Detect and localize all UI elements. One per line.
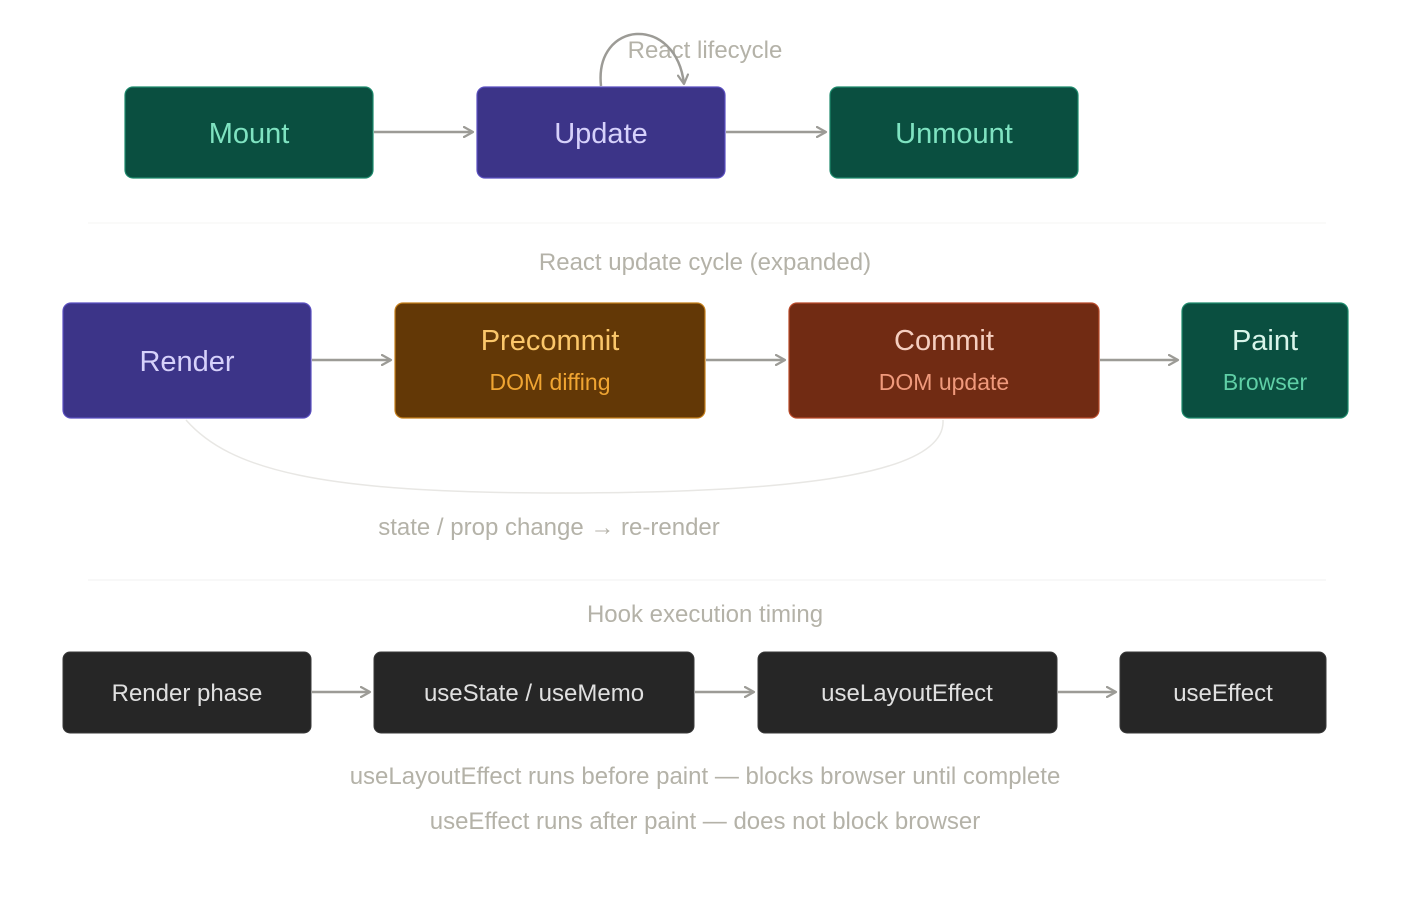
uselayouteffect-label: useLayoutEffect (821, 680, 993, 707)
paint-title: Paint (1232, 325, 1298, 357)
render-phase-label: Render phase (112, 680, 263, 707)
precommit-title: Precommit (481, 325, 620, 357)
mount-label: Mount (209, 118, 290, 150)
update-cycle-caption: React update cycle (expanded) (539, 249, 871, 276)
precommit-subtitle: DOM diffing (489, 369, 610, 395)
usestate-usememo-node: useState / useMemo (373, 651, 695, 734)
useeffect-node: useEffect (1119, 651, 1327, 734)
lifecycle-caption: React lifecycle (628, 37, 783, 64)
uselayouteffect-node: useLayoutEffect (757, 651, 1058, 734)
rerender-loop-label: state / prop change → re-render (378, 514, 720, 541)
render-node: Render (62, 302, 312, 419)
render-phase-node: Render phase (62, 651, 312, 734)
useeffect-label: useEffect (1173, 680, 1273, 707)
hooks-note-effect: useEffect runs after paint — does not bl… (430, 808, 981, 835)
paint-subtitle: Browser (1223, 369, 1308, 395)
usestate-usememo-label: useState / useMemo (424, 680, 644, 707)
commit-subtitle: DOM update (879, 369, 1009, 395)
unmount-label: Unmount (895, 118, 1013, 150)
render-label: Render (139, 346, 234, 378)
rerender-loop-curve (185, 419, 944, 494)
commit-node: Commit DOM update (788, 302, 1100, 419)
commit-title: Commit (894, 325, 994, 357)
mount-node: Mount (124, 86, 374, 179)
precommit-node: Precommit DOM diffing (394, 302, 706, 419)
hooks-caption: Hook execution timing (587, 601, 823, 628)
update-node: Update (476, 86, 726, 179)
update-label: Update (554, 118, 648, 150)
paint-node: Paint Browser (1181, 302, 1349, 419)
unmount-node: Unmount (829, 86, 1079, 179)
update-self-loop-arrow (599, 32, 684, 87)
hooks-note-layout-effect: useLayoutEffect runs before paint — bloc… (350, 763, 1061, 790)
